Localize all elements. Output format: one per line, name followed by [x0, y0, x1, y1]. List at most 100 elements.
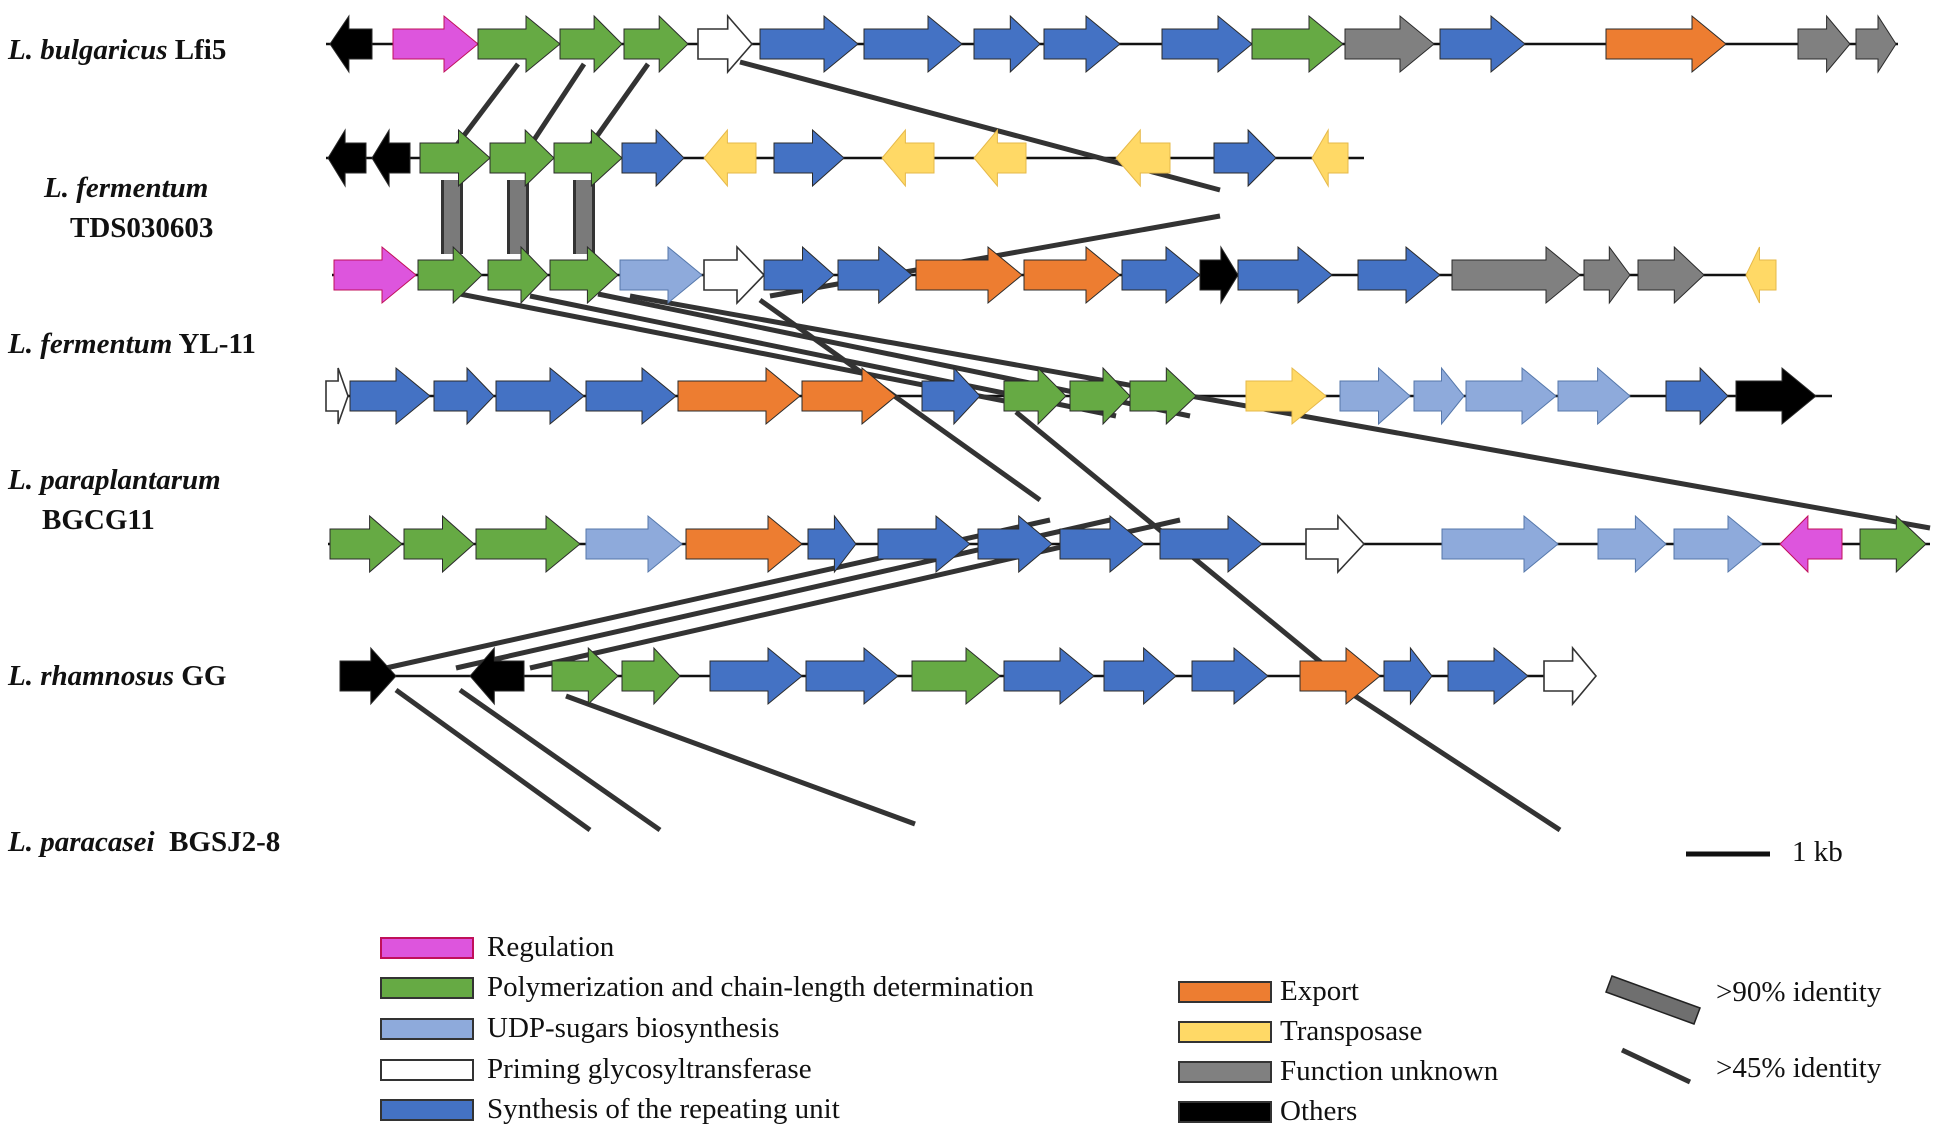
gene-udp-row4 [1413, 366, 1465, 426]
gene-unknown-row3 [1451, 245, 1581, 305]
gene-transposase-row4 [1245, 366, 1327, 426]
gene-export-row5 [685, 514, 803, 574]
gene-synthesis-row3 [1357, 245, 1441, 305]
gene-regulation-row5 [1779, 514, 1843, 574]
gene-synthesis-row1 [1161, 14, 1253, 74]
gene-transposase-row2 [1311, 128, 1349, 188]
gene-synthesis-row5 [1059, 514, 1145, 574]
identity45-link [629, 293, 1931, 531]
gene-synthesis-row5 [1159, 514, 1263, 574]
legend-swatch-transposase [1178, 1021, 1272, 1043]
legend-symbol-identity90 [1605, 975, 1701, 1025]
gene-synthesis-row4 [349, 366, 431, 426]
gene-others-row6 [469, 646, 525, 706]
gene-synthesis-row1 [759, 14, 859, 74]
gene-polymerization-row3 [487, 245, 549, 305]
gene-synthesis-row6 [805, 646, 899, 706]
organism-label-lbulgaricus: L. bulgaricus Lfi5 [8, 34, 227, 66]
gene-polymerization-row6 [621, 646, 681, 706]
gene-priming-row4 [325, 367, 349, 425]
gene-priming-row6 [1543, 645, 1598, 707]
legend-swatch-regulation [380, 937, 474, 959]
legend-label-polymerization: Polymerization and chain-length determin… [487, 971, 1034, 1003]
gene-polymerization-row4 [1129, 366, 1197, 426]
gene-synthesis-row6 [1003, 646, 1095, 706]
gene-others-row1 [329, 14, 373, 74]
organism-label-lrhamnosus: L. rhamnosus GG [8, 660, 227, 692]
organism-label-lparaplantarum-strain: BGCG11 [42, 504, 155, 536]
gene-synthesis-row3 [763, 245, 835, 305]
scale-bar-label: 1 kb [1792, 836, 1843, 868]
gene-export-row3 [1023, 245, 1121, 305]
identity45-link [587, 62, 651, 148]
identity45-link [527, 62, 587, 148]
gene-udp-row4 [1557, 366, 1631, 426]
identity45-link [565, 693, 916, 827]
gene-transposase-row2 [703, 128, 757, 188]
gene-synthesis-row1 [973, 14, 1041, 74]
gene-synthesis-row3 [1121, 245, 1201, 305]
gene-polymerization-row2 [489, 128, 555, 188]
gene-polymerization-row2 [419, 128, 491, 188]
organism-label-lfermentum-tds-strain: TDS030603 [70, 212, 214, 244]
gene-synthesis-row2 [621, 128, 685, 188]
gene-polymerization-row1 [1251, 14, 1344, 74]
gene-synthesis-row6 [709, 646, 803, 706]
gene-synthesis-row6 [1191, 646, 1269, 706]
legend-label-priming: Priming glycosyltransferase [487, 1053, 812, 1085]
legend-swatch-priming [380, 1059, 474, 1081]
gene-synthesis-row6 [1103, 646, 1177, 706]
gene-polymerization-row5 [1859, 514, 1927, 574]
gene-synthesis-row4 [921, 366, 981, 426]
legend-label-export: Export [1280, 975, 1359, 1007]
gene-udp-row5 [1441, 514, 1559, 574]
gene-synthesis-row3 [1237, 245, 1333, 305]
identity45-link [1344, 687, 1562, 833]
gene-polymerization-row3 [549, 245, 619, 305]
gene-polymerization-row5 [329, 514, 403, 574]
organism-label-lfermentum-yl11: L. fermentum YL-11 [8, 328, 256, 360]
organism-label-lfermentum-tds: L. fermentum [44, 172, 209, 204]
gene-transposase-row2 [973, 128, 1027, 188]
gene-polymerization-row3 [417, 245, 483, 305]
gene-udp-row4 [1339, 366, 1411, 426]
gene-udp-row5 [1597, 514, 1667, 574]
gene-others-row3 [1199, 245, 1239, 305]
gene-transposase-row3 [1745, 246, 1777, 304]
identity45-link [458, 687, 662, 833]
gene-udp-row5 [585, 514, 683, 574]
legend-swatch-polymerization [380, 977, 474, 999]
gene-polymerization-row1 [559, 14, 623, 74]
gene-polymerization-row4 [1003, 366, 1067, 426]
gene-unknown-row1 [1855, 14, 1897, 74]
gene-others-row6 [339, 646, 397, 706]
legend-swatch-others [1178, 1101, 1272, 1123]
gene-export-row6 [1299, 646, 1381, 706]
gene-synthesis-row2 [1213, 128, 1277, 188]
gene-export-row1 [1605, 14, 1727, 74]
legend-label-identity45: >45% identity [1716, 1052, 1882, 1084]
legend-swatch-export [1178, 981, 1272, 1003]
gene-synthesis-row6 [1447, 646, 1529, 706]
gene-polymerization-row4 [1069, 366, 1131, 426]
legend-swatch-udp [380, 1018, 474, 1040]
legend-label-others: Others [1280, 1095, 1358, 1127]
gene-synthesis-row1 [1043, 14, 1121, 74]
gene-export-row4 [677, 366, 801, 426]
gene-synthesis-row5 [877, 514, 971, 574]
gene-synthesis-row1 [1439, 14, 1526, 74]
identity45-link [394, 687, 592, 833]
legend-symbol-identity45 [1620, 1047, 1692, 1085]
gene-synthesis-row1 [863, 14, 963, 74]
gene-unknown-row3 [1583, 245, 1631, 305]
identity45-link [758, 297, 1042, 503]
gene-polymerization-row5 [403, 514, 475, 574]
legend-label-udp: UDP-sugars biosynthesis [487, 1012, 780, 1044]
gene-polymerization-row6 [911, 646, 1001, 706]
gene-unknown-row1 [1344, 14, 1435, 74]
gene-synthesis-row5 [977, 514, 1053, 574]
gene-synthesis-row4 [495, 366, 585, 426]
gene-polymerization-row2 [553, 128, 623, 188]
gene-export-row3 [915, 245, 1023, 305]
